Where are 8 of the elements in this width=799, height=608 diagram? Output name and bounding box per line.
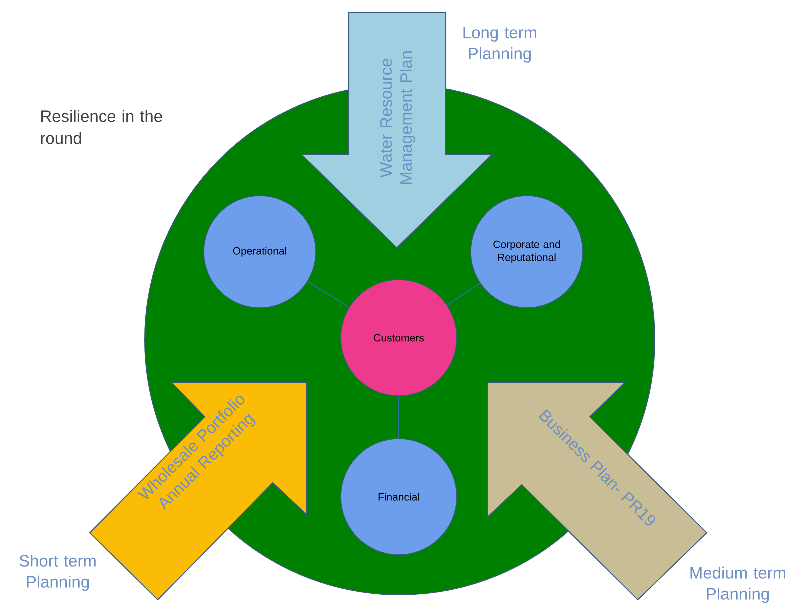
circle-node: Financial (340, 438, 458, 556)
circle-node: Customers (340, 280, 458, 396)
connector-line (446, 282, 481, 306)
connector-line (398, 396, 400, 440)
title-label: Resilience in the round (41, 110, 162, 144)
connector-line (307, 281, 350, 308)
circle-node: Operational (204, 196, 316, 308)
circle-node: Corporate and Reputational (470, 196, 584, 308)
